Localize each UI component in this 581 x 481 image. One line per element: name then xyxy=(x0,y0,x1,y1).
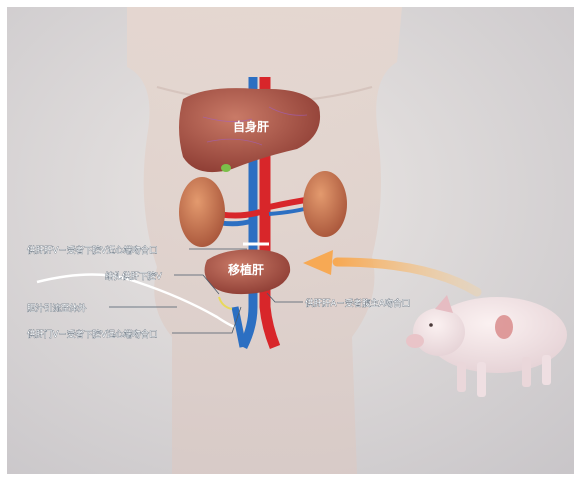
right-kidney xyxy=(303,171,347,237)
pig-surgical-site xyxy=(495,315,513,339)
pig-snout xyxy=(406,334,424,348)
pig-leg-front-right xyxy=(477,362,486,397)
label-bile-drain: 胆汁引流至体外 xyxy=(27,303,87,314)
pig-eye xyxy=(429,323,433,327)
label-artery-anastomosis: 供肝肝A－受者腹主A吻合口 xyxy=(305,298,410,309)
transplant-diagram: 自身肝 移植肝 供肝肝V－受者下腔V近心端吻合口 结扎供肝下腔V 胆汁引流至体外… xyxy=(7,7,574,474)
pig-leg-front-left xyxy=(457,362,466,392)
label-ivc-proximal: 供肝肝V－受者下腔V近心端吻合口 xyxy=(27,245,158,256)
gallbladder xyxy=(221,164,231,172)
pig-leg-back-right xyxy=(542,355,551,385)
illustration-frame: 自身肝 移植肝 供肝肝V－受者下腔V近心端吻合口 结扎供肝下腔V 胆汁引流至体外… xyxy=(7,7,574,474)
native-liver-label: 自身肝 xyxy=(233,119,269,134)
label-ligate-ivc: 结扎供肝下腔V xyxy=(105,271,162,282)
transplant-liver-label: 移植肝 xyxy=(228,262,264,277)
left-kidney xyxy=(179,177,225,247)
pig-leg-back-left xyxy=(522,357,531,387)
label-portal-distal: 供肝门V－受者下腔V远心端吻合口 xyxy=(27,329,158,340)
pig-head xyxy=(413,308,465,356)
